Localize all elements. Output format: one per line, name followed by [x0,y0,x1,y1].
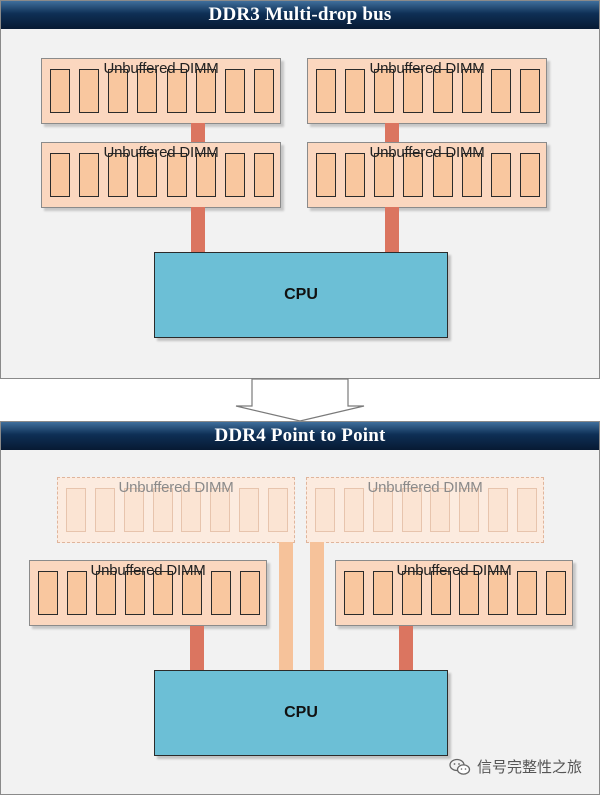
dimm-label: Unbuffered DIMM [369,144,485,161]
ddr3-bus-left-lower [191,207,205,253]
ddr3-bus-right-upper [385,123,399,142]
ddr4-title: DDR4 Point to Point [1,422,599,450]
ddr4-cpu: CPU [154,670,448,756]
ddr4-dimm-left: Unbuffered DIMM [29,560,267,626]
dimm-chips [66,488,288,532]
ddr3-dimm-bottom-left: Unbuffered DIMM [41,142,281,208]
dimm-chips [50,69,274,113]
ddr4-bus-ghost-right [310,542,324,670]
ddr3-panel: DDR3 Multi-drop bus Unbuffered DIMM Unbu… [0,0,600,379]
ddr4-dimm-ghost-right: Unbuffered DIMM [306,477,544,543]
dimm-chips [50,153,274,197]
cpu-label: CPU [284,286,318,303]
dimm-label: Unbuffered DIMM [103,60,219,77]
dimm-chips [344,571,566,615]
dimm-chips [315,488,537,532]
dimm-label: Unbuffered DIMM [103,144,219,161]
ddr4-panel: DDR4 Point to Point Unbuffered DIMM Unbu… [0,421,600,795]
dimm-label: Unbuffered DIMM [369,60,485,77]
dimm-label: Unbuffered DIMM [90,562,206,579]
ddr4-bus-ghost-left [279,542,293,670]
wechat-icon [449,758,471,775]
ddr3-title: DDR3 Multi-drop bus [1,1,599,29]
watermark: 信号完整性之旅 [449,756,582,777]
ddr4-bus-left [190,626,204,670]
ddr3-dimm-top-right: Unbuffered DIMM [307,58,547,124]
dimm-label: Unbuffered DIMM [367,479,483,496]
ddr3-bus-left-upper [191,123,205,142]
ddr3-bus-right-lower [385,207,399,253]
cpu-label: CPU [284,704,318,721]
ddr3-cpu: CPU [154,252,448,338]
watermark-text: 信号完整性之旅 [476,758,582,776]
ddr4-dimm-ghost-left: Unbuffered DIMM [57,477,295,543]
dimm-chips [316,69,540,113]
ddr3-dimm-bottom-right: Unbuffered DIMM [307,142,547,208]
ddr4-dimm-right: Unbuffered DIMM [335,560,573,626]
ddr3-dimm-top-left: Unbuffered DIMM [41,58,281,124]
dimm-chips [316,153,540,197]
down-arrow-icon [235,378,365,422]
dimm-chips [38,571,260,615]
ddr4-bus-right [399,626,413,670]
dimm-label: Unbuffered DIMM [118,479,234,496]
dimm-label: Unbuffered DIMM [396,562,512,579]
